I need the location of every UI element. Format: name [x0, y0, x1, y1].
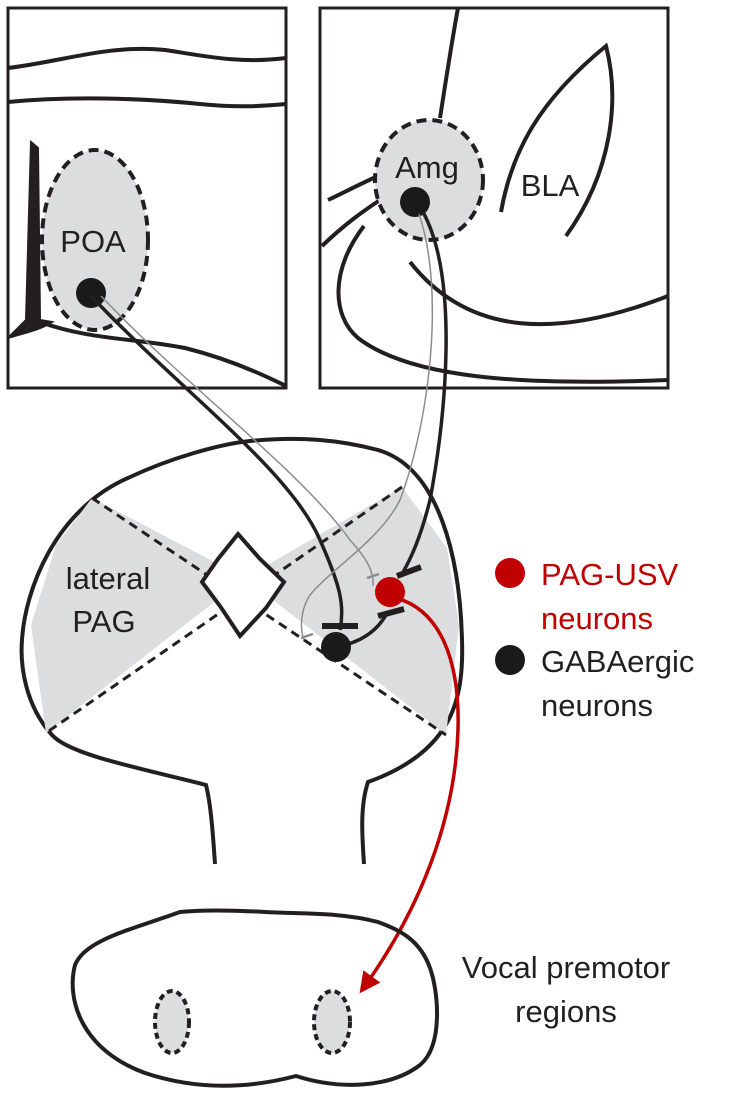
- projections: [89, 211, 460, 994]
- lateral-pag-label-line1: lateral: [66, 561, 150, 596]
- brainstem-section: Vocal premotor regions: [70, 908, 671, 1088]
- amg-gabaergic-neuron: [400, 187, 430, 217]
- pag-usv-neuron: [375, 577, 405, 607]
- cerebral-aqueduct: [199, 530, 287, 640]
- bla-label: BLA: [521, 168, 580, 203]
- poa-label: POA: [60, 224, 126, 259]
- legend-gabaergic-dot: [495, 645, 525, 675]
- poa-panel: POA: [6, 6, 288, 390]
- poa-gabaergic-neuron: [76, 278, 106, 308]
- pag-gabaergic-neuron: [321, 632, 351, 662]
- right-lateral-pag-region: [245, 487, 459, 735]
- poa-region: [40, 148, 150, 332]
- vocal-premotor-region-left: [153, 989, 191, 1055]
- amg-panel: Amg BLA: [318, 6, 670, 390]
- left-lateral-pag-region: [31, 498, 245, 733]
- lateral-pag-label-line2: PAG: [72, 604, 135, 639]
- amg-region: [373, 118, 485, 242]
- vocal-premotor-region-right: [312, 989, 352, 1055]
- legend-gabaergic-label-line2: neurons: [541, 688, 653, 723]
- vocal-premotor-label-line2: regions: [515, 994, 617, 1029]
- legend-pag-usv-label-line1: PAG-USV: [541, 557, 679, 592]
- amg-label: Amg: [395, 150, 459, 185]
- legend: PAG-USV neurons GABAergic neurons: [495, 557, 694, 723]
- legend-gabaergic-label-line1: GABAergic: [541, 644, 694, 679]
- legend-pag-usv-label-line2: neurons: [541, 601, 653, 636]
- pag-section: lateral PAG: [19, 436, 465, 865]
- vocal-premotor-label-line1: Vocal premotor: [462, 950, 671, 985]
- pag-usv-projection-arrow: [359, 596, 460, 994]
- legend-pag-usv-dot: [495, 558, 525, 588]
